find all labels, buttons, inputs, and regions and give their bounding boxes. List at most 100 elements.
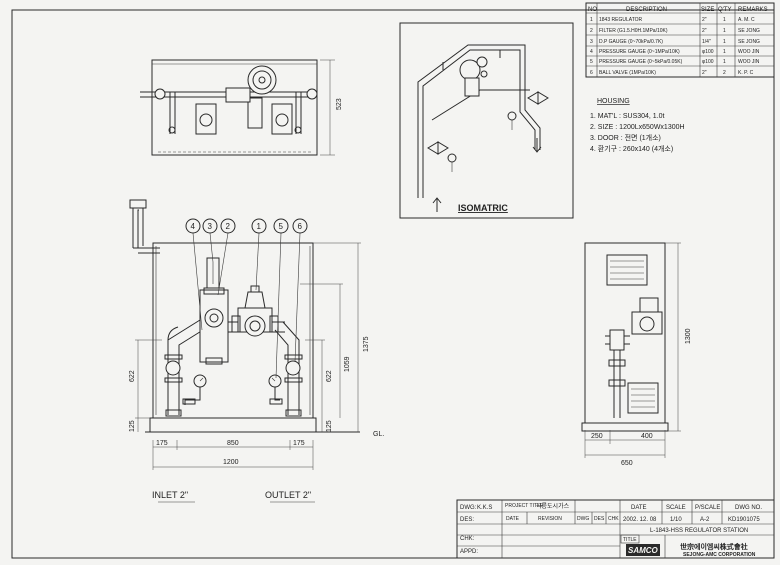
balloon-6: 6: [292, 218, 308, 234]
pressure-gauge-inlet: [182, 374, 207, 405]
isometric-label: ISOMATRIC: [458, 203, 508, 213]
svg-text:1: 1: [257, 222, 262, 231]
bom-cell: 1: [723, 59, 726, 65]
tb-scale-label: SCALE: [666, 505, 686, 511]
bom-cell: 6: [590, 70, 593, 76]
side-view: 250 400 650 1300: [581, 242, 692, 467]
top-view-regulator-dome: [247, 65, 277, 95]
tb-dwgno: KD1901075: [728, 517, 760, 523]
balloon-1: 1: [251, 218, 267, 234]
dim-125-right: 125: [326, 420, 333, 432]
svg-text:2: 2: [226, 222, 231, 231]
ball-valve-inlet: [164, 354, 183, 383]
svg-text:5: 5: [279, 222, 284, 231]
company-logo: SAMCO: [626, 544, 660, 556]
isometric-view: ISOMATRIC: [399, 22, 574, 219]
balloon-3: 3: [202, 218, 218, 234]
front-view: GL.: [129, 199, 384, 503]
dim-175-right: 175: [293, 440, 305, 447]
dim-1375: 1375: [363, 336, 370, 352]
bom-cell: 5: [590, 59, 593, 65]
bom-cell: 2: [723, 70, 726, 76]
balloon-4: 4: [185, 218, 201, 234]
tb-project-title: 곡릉도시가스: [536, 502, 570, 510]
bom-cell: 1: [723, 39, 726, 45]
tb-date-label: DATE: [631, 505, 647, 511]
bom-header-description: DESCRIPTION: [626, 7, 667, 13]
bom-cell: D.P GAUGE (0~70kPa/0.7K): [599, 39, 663, 45]
bom-cell: 1: [723, 28, 726, 34]
front-view-gl: GL.: [373, 431, 384, 438]
outlet-riser: [274, 321, 300, 415]
svg-text:4: 4: [191, 222, 196, 231]
tb-chk-label: CHK:: [460, 536, 475, 542]
tb-des-label: DES:: [460, 517, 474, 523]
bom-header-size: SIZE: [701, 7, 714, 13]
bom-cell: φ100: [702, 59, 714, 65]
inlet-label: INLET 2": [152, 490, 188, 500]
tb-date: 2002. 12. 08: [623, 517, 657, 523]
bom-cell: 1843 REGULATOR: [599, 17, 643, 23]
front-view-base: [149, 417, 317, 433]
ball-valve-outlet: [284, 354, 303, 383]
bom-cell: PRESSURE GAUGE (0~1MPa/10K): [599, 49, 680, 55]
dim-1200: 1200: [223, 459, 239, 466]
dim-1059: 1059: [344, 356, 351, 372]
bom-cell: 2": [702, 17, 707, 23]
dim-622-right: 622: [326, 370, 333, 382]
bom-cell: SE JONG: [738, 39, 760, 45]
drawing-border: [11, 9, 775, 559]
top-view-housing: [151, 59, 318, 156]
outlet-label: OUTLET 2": [265, 490, 311, 500]
tb-dwg-label: DWG:: [460, 505, 477, 511]
bom-cell: BALL VALVE (1MPa/10K): [599, 70, 656, 76]
tb-psize-label: P/SCALE: [695, 505, 720, 511]
bom-header-qty: Q'TY: [718, 7, 731, 13]
dim-125-left: 125: [129, 420, 136, 432]
dim-250: 250: [591, 433, 603, 440]
housing-line-4: 4. 환기구 : 260x140 (4개소): [590, 144, 673, 153]
vent-louver-upper: [606, 254, 648, 286]
tb-dwgno-label: DWG NO.: [735, 505, 762, 511]
tb-scale: 1/10: [670, 517, 682, 523]
filter: [199, 289, 229, 363]
bom-cell: K. P. C: [738, 70, 754, 76]
bom-cell: 4: [590, 49, 593, 55]
bom-cell: φ100: [702, 49, 714, 55]
balloon-5: 5: [273, 218, 289, 234]
tb-col-chk: CHK: [608, 516, 619, 522]
bom-cell: 2": [702, 28, 707, 34]
dim-622-left: 622: [129, 370, 136, 382]
dim-650: 650: [621, 460, 633, 467]
front-view-dims: 175 850 175 1200 622 125 622 125 1059 13…: [129, 242, 370, 470]
tb-company-en: SEJONG-AMC CORPORATION: [683, 552, 756, 558]
bom-cell: 1: [723, 49, 726, 55]
regulator: [244, 291, 266, 309]
isometric-outlet-arrow: [532, 138, 542, 153]
tb-drawing-title: L-1843-HSS REGULATOR STATION: [650, 528, 748, 534]
dim-850: 850: [227, 440, 239, 447]
bom-cell: 2: [590, 28, 593, 34]
tb-col-des: DES: [594, 516, 605, 522]
bom-cell: 1: [723, 17, 726, 23]
svg-text:SAMCO: SAMCO: [628, 546, 659, 555]
bom-header-no: NO: [588, 7, 597, 13]
tb-appd-label: APPD:: [460, 549, 478, 555]
tb-col-revision: REVISION: [538, 516, 562, 522]
bom-cell: WOO JIN: [738, 59, 760, 65]
bom-cell: WOO JIN: [738, 49, 760, 55]
dim-400: 400: [641, 433, 653, 440]
housing-notes: HOUSING 1. MAT'L : SUS304, 1.0t 2. SIZE …: [590, 98, 685, 153]
housing-line-3: 3. DOOR : 전면 (1개소): [590, 133, 661, 142]
bom-cell: SE JONG: [738, 28, 760, 34]
bom-cell: 2": [702, 70, 707, 76]
isometric-filter: [476, 56, 488, 68]
title-block: DWG: K.K.S DES: CHK: APPD: PROJECT TITLE…: [456, 499, 775, 559]
housing-title: HOUSING: [597, 98, 630, 105]
housing-line-2: 2. SIZE : 1200Lx650Wx1300H: [590, 124, 685, 131]
tb-dwg-by: K.K.S: [477, 505, 492, 511]
